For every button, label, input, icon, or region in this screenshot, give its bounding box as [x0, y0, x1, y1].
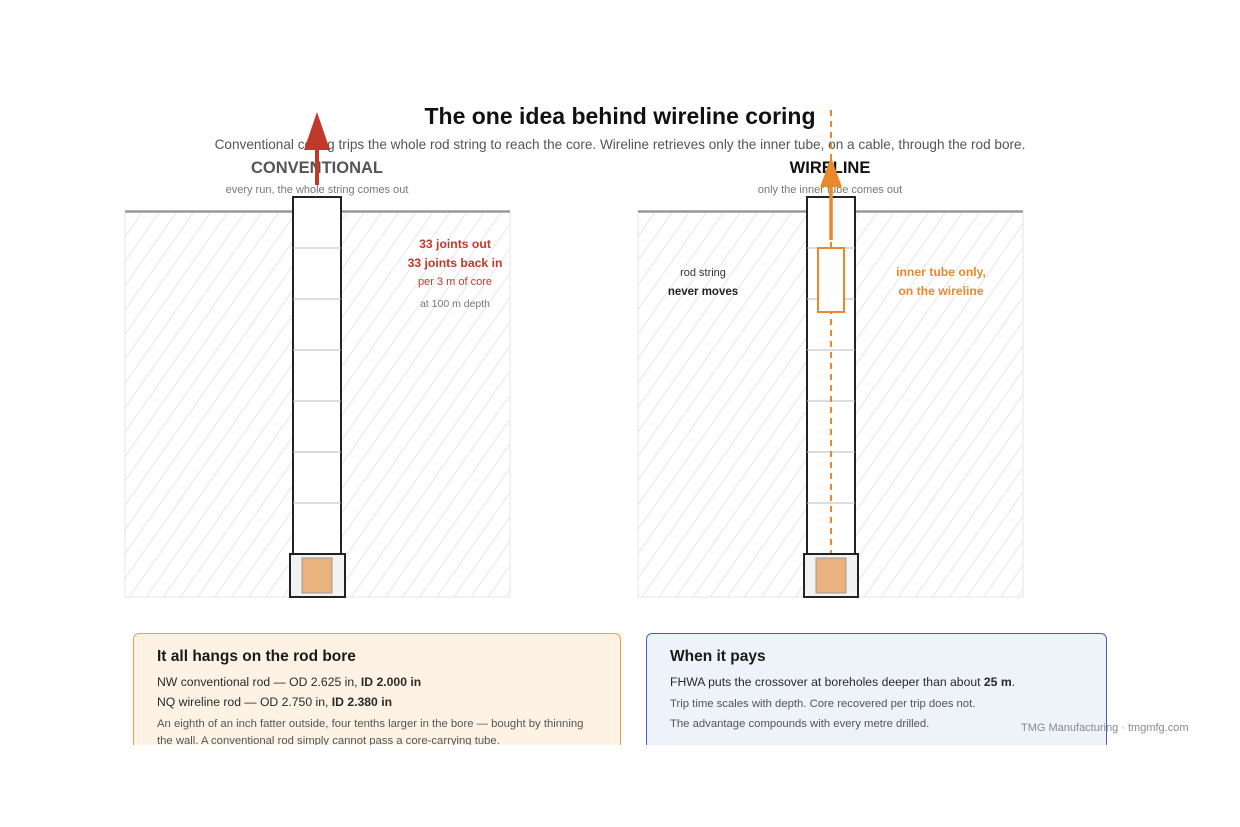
trip-time-note: Trip time scales with depth. Core recove… — [670, 698, 976, 710]
rod-bore-card: It all hangs on the rod bore NW conventi… — [133, 633, 621, 745]
crossover-depth-line: FHWA puts the crossover at boreholes dee… — [670, 675, 1016, 689]
wireline-panel: WIRELINE only the inner tube comes out r… — [637, 110, 1024, 598]
page-title: The one idea behind wireline coring — [424, 103, 815, 129]
when-it-pays-title: When it pays — [670, 648, 766, 665]
when-it-pays-card: When it pays FHWA puts the crossover at … — [646, 633, 1107, 745]
conventional-core-sample — [301, 557, 333, 594]
wireline-tube-label-2: on the wireline — [898, 284, 984, 298]
wireline-rod-label-bold: never moves — [668, 286, 738, 298]
conventional-annot-joints-out: 33 joints out — [419, 237, 491, 251]
conventional-panel: CONVENTIONAL every run, the whole string… — [124, 112, 511, 598]
conventional-annot-depth: at 100 m depth — [420, 298, 490, 310]
wireline-core-sample — [815, 557, 847, 594]
conventional-annot-joints-in: 33 joints back in — [408, 256, 503, 270]
conventional-caption: every run, the whole string comes out — [226, 184, 409, 196]
conventional-rod-string — [292, 196, 342, 555]
wireline-inner-tube — [817, 247, 845, 313]
footer-credit: TMG Manufacturing · tmgmfg.com — [1021, 722, 1189, 734]
wireline-rod-label: rod string — [680, 267, 726, 279]
nw-rod-spec: NW conventional rod — OD 2.625 in, ID 2.… — [157, 675, 422, 689]
nq-rod-spec: NQ wireline rod — OD 2.750 in, ID 2.380 … — [157, 695, 393, 709]
advantage-note: The advantage compounds with every metre… — [670, 718, 930, 730]
wireline-lift-arrow-head — [820, 157, 842, 187]
wireline-tube-label: inner tube only, — [896, 265, 986, 279]
page-subtitle: Conventional coring trips the whole rod … — [215, 137, 1026, 152]
conventional-lift-arrow-head — [304, 112, 330, 150]
rod-bore-note: An eighth of an inch fatter outside, fou… — [157, 718, 584, 745]
conventional-annot-per-core: per 3 m of core — [418, 276, 492, 288]
rod-bore-card-title: It all hangs on the rod bore — [157, 648, 356, 665]
